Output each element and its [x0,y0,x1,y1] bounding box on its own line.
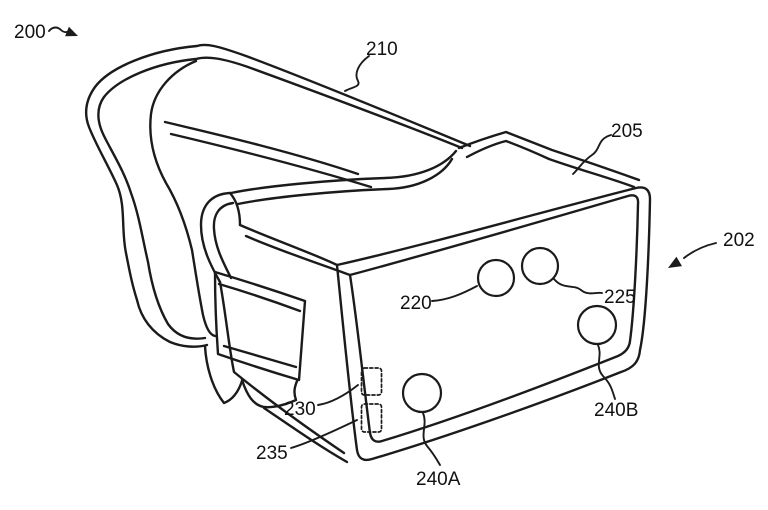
strap-inner-edge [97,56,464,340]
reference-numerals: 200 210 205 202 220 225 230 235 240A 240… [14,22,755,490]
ref-label-225: 225 [604,287,636,308]
leader-200-squiggle [48,26,70,34]
leader-220 [431,285,478,302]
leader-240A [422,412,441,466]
strap-outer-edge [84,43,472,348]
leader-225 [553,278,603,295]
buckle-outline [213,270,307,382]
leader-lines [48,26,717,466]
left-top-edge-outer [238,223,339,267]
head-strap [84,43,472,405]
ref-label-205: 205 [611,121,643,142]
arrowhead-200 [65,26,78,37]
top-ridge-inner [465,139,636,189]
lower-left-edge-outer [218,280,346,455]
leader-240B [597,344,616,400]
cushion-rim-inner [212,201,235,280]
ref-label-235: 235 [256,443,288,464]
strap-back-edge-lower [169,132,373,189]
arrowhead-202 [668,256,682,268]
leader-210 [344,55,370,92]
camera-circle-240B [576,304,618,346]
top-face-back-rim-outer [229,149,458,195]
leader-230 [317,384,359,406]
cushion-rim-outer [199,191,232,284]
sensor-circle-220 [476,258,516,298]
leader-235 [290,419,358,449]
buckle-flap [240,378,299,409]
ref-label-210: 210 [366,39,398,60]
sensor-circle-225 [520,246,560,286]
front-face-bevel [348,194,640,443]
camera-circle-240A [401,372,443,414]
ref-label-230: 230 [284,399,316,420]
headset-body [163,120,652,464]
leader-205 [572,134,612,175]
lower-left-edge-inner [262,406,349,464]
front-face-outline [335,186,652,462]
strap-twist-line [149,59,217,338]
ref-label-240B: 240B [594,400,638,421]
strap-buckle [213,270,307,409]
ref-label-200: 200 [14,22,46,43]
ref-label-202: 202 [723,230,755,251]
ref-label-220: 220 [400,293,432,314]
ref-label-240A: 240A [416,469,461,490]
strap-back-edge-upper [163,120,360,176]
strap-tail [203,344,244,405]
buckle-top-line [217,282,302,313]
left-top-edge-inner [244,234,352,277]
port-rect-230 [360,367,383,396]
buckle-slot-line [222,344,298,369]
top-face-back-rim-inner [236,157,454,206]
left-corner-hook [228,191,242,227]
leader-202-arrow [683,242,717,259]
front-face-features [360,246,618,433]
port-rect-235 [360,403,383,433]
top-ridge-outer [457,130,641,182]
